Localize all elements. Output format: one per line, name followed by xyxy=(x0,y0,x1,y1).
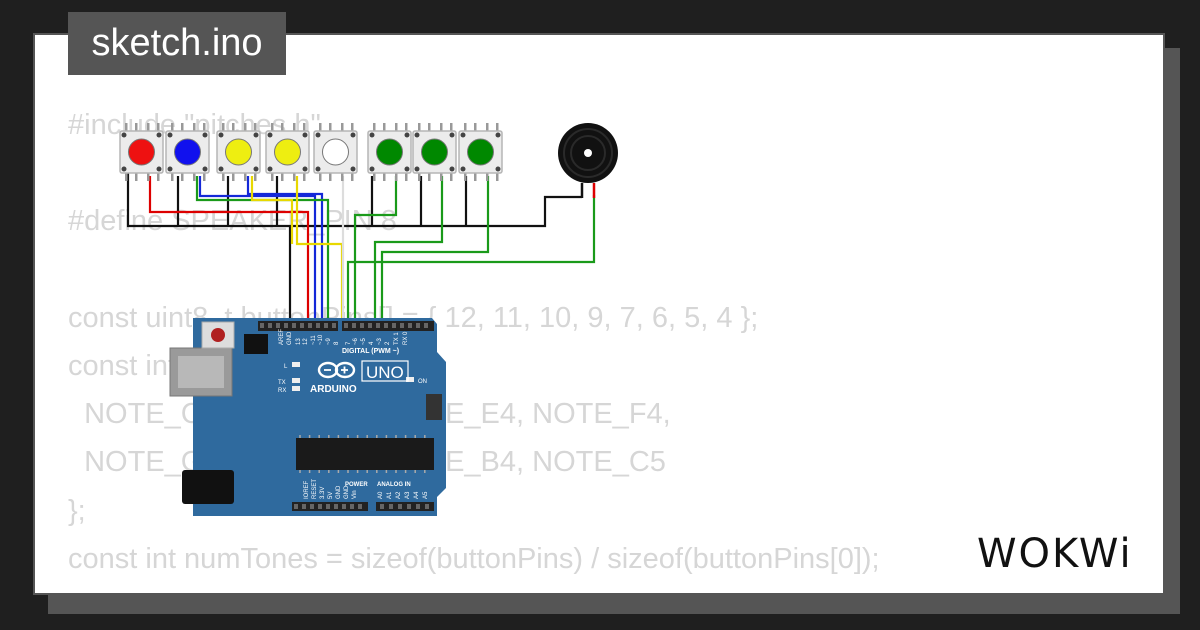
pin-label: ~11 xyxy=(311,335,317,345)
pin-label: 7 xyxy=(346,341,352,345)
pin-label: GND xyxy=(287,331,293,345)
pin-label: 13 xyxy=(296,338,302,345)
wokwi-logo: WOKWi xyxy=(977,531,1133,577)
signal-wire-red xyxy=(148,176,310,322)
signal-wire-yellow xyxy=(295,176,344,322)
pin-label: RX 0 xyxy=(403,331,409,345)
board-model: UNO xyxy=(366,363,404,382)
pushbutton[interactable] xyxy=(165,123,210,181)
pin-label: A4 xyxy=(414,491,420,499)
pin-label: A0 xyxy=(378,491,384,499)
signal-wire-yellow xyxy=(250,176,294,244)
signal-wire-green xyxy=(380,176,490,322)
pin-label: ~10 xyxy=(318,334,324,345)
pin-label: RESET xyxy=(312,479,318,499)
pin-label: A3 xyxy=(405,491,411,499)
pin-label: A2 xyxy=(396,491,402,499)
pin-label: 8 xyxy=(334,341,340,345)
signal-wire-green xyxy=(373,176,444,322)
pin-label: 5V xyxy=(328,492,334,499)
digital-header xyxy=(258,321,338,331)
l-label: L xyxy=(284,364,288,370)
pin-label: TX 1 xyxy=(394,332,400,345)
pin-label: A1 xyxy=(387,491,393,499)
pin-label: 12 xyxy=(303,338,309,345)
microcontroller-chip xyxy=(296,438,434,470)
pin-label: Vin xyxy=(352,490,358,499)
rx-label: RX xyxy=(278,388,286,394)
pushbutton[interactable] xyxy=(216,123,261,181)
code-line: const uint8_t buttonPins[] = { 12, 11, 1… xyxy=(68,301,759,334)
wires xyxy=(126,172,596,322)
pushbutton[interactable] xyxy=(313,123,358,181)
pushbutton[interactable] xyxy=(412,123,457,181)
pin-label: A5 xyxy=(423,491,429,499)
analog-label: ANALOG IN xyxy=(377,482,411,488)
icsp-header xyxy=(244,334,268,354)
pin-label: GND xyxy=(344,485,350,499)
pushbutton[interactable] xyxy=(367,123,412,181)
pin-label: 3.3V xyxy=(320,487,326,499)
pushbutton[interactable] xyxy=(119,123,164,181)
signal-wire-green xyxy=(353,176,398,322)
pin-label: ~6 xyxy=(353,337,359,345)
on-label: ON xyxy=(418,379,427,385)
pushbutton[interactable] xyxy=(265,123,310,181)
code-line: #define SPEAKER_PIN 8 xyxy=(68,205,397,238)
digital-label: DIGITAL (PWM ~) xyxy=(342,348,399,355)
pin-label: ~3 xyxy=(377,337,383,345)
pin-label: ~9 xyxy=(326,337,332,345)
power-label: POWER xyxy=(345,482,368,488)
signal-wire-blue xyxy=(198,176,317,322)
analog-header xyxy=(376,502,434,511)
board-brand: ARDUINO xyxy=(310,384,357,395)
pin-label: AREF xyxy=(279,329,285,345)
file-tab[interactable]: sketch.ino xyxy=(68,12,286,75)
button-row xyxy=(119,123,503,181)
pushbutton[interactable] xyxy=(458,123,503,181)
ground-wire xyxy=(126,172,582,228)
pin-label: 2 xyxy=(385,341,391,345)
pin-label: ~5 xyxy=(361,337,367,345)
pin-label: IOREF xyxy=(304,480,310,499)
pin-label: 4 xyxy=(369,341,375,345)
buzzer[interactable] xyxy=(558,123,618,198)
code-line: }; xyxy=(68,494,86,527)
signal-wire-blue xyxy=(246,176,324,322)
buzzer-wire xyxy=(346,195,596,322)
side-header xyxy=(426,394,442,420)
power-jack xyxy=(182,470,234,504)
code-line: const int numTones = sizeof(buttonPins) … xyxy=(68,542,880,575)
tx-label: TX xyxy=(278,380,286,386)
arduino-logo-icon xyxy=(317,361,356,379)
pin-label: GND xyxy=(336,485,342,499)
wokwi-logo-text: WOKWi xyxy=(977,531,1133,577)
